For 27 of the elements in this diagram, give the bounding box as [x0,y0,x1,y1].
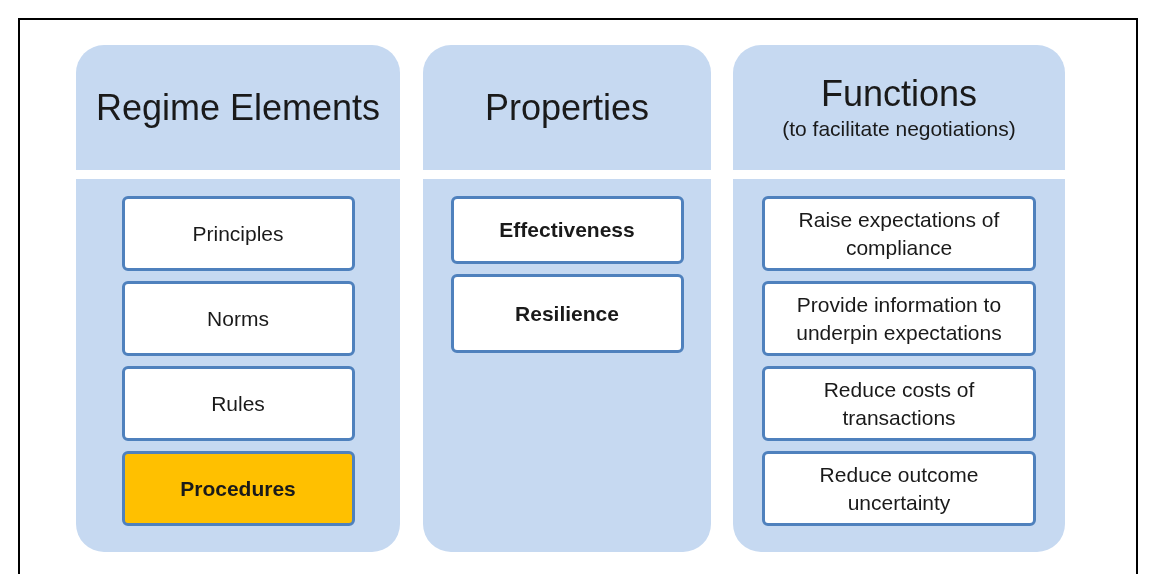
element-box [121,451,355,526]
box-label: Rules [211,390,265,417]
column-heading: Regime Elements [95,86,381,129]
column-subheading: (to facilitate negotiations) [782,115,1016,142]
box-label: Reduce outcome uncertainty [818,461,980,516]
element-box [121,366,355,441]
box-label: Provide information to underpin expectations [795,291,1003,346]
element-box [762,451,1036,526]
column-panel [423,45,711,552]
element-box [121,281,355,356]
box-label: Norms [207,305,269,332]
box-label: Principles [192,220,284,247]
box-label: Reduce costs of transactions [822,376,976,431]
column-heading: Properties [484,86,650,129]
element-box [450,196,684,264]
column-panel [733,45,1065,552]
element-box [762,281,1036,356]
element-box [450,274,684,353]
box-label: Raise expectations of compliance [797,206,1001,261]
box-label: Resilience [515,300,619,327]
column-panel [76,45,400,552]
element-box [762,196,1036,271]
box-label: Procedures [180,475,296,502]
element-box [762,366,1036,441]
element-box [121,196,355,271]
column-heading: Functions [820,72,978,115]
box-label: Effectiveness [499,217,635,243]
